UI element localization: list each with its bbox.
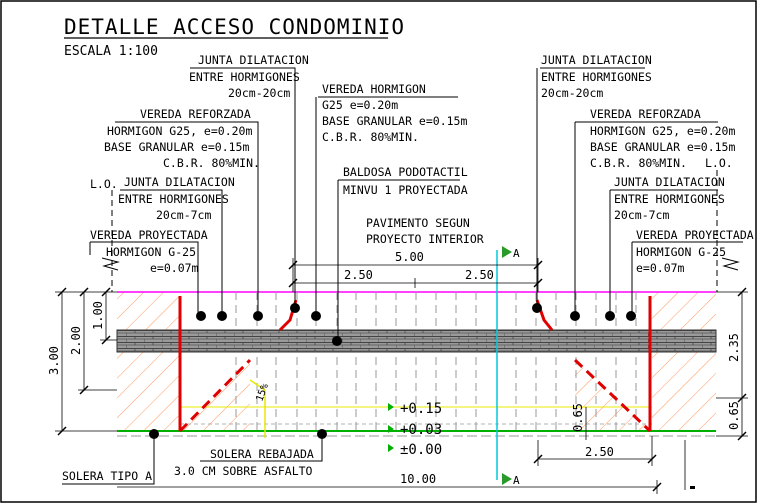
level-003: +0.03 <box>400 422 442 438</box>
dim-half-right: 2.50 <box>465 268 494 282</box>
dimension-lines <box>55 258 748 494</box>
solera-rebajada-line1: SOLERA REBAJADA <box>210 447 314 461</box>
dim-half-left: 2.50 <box>344 268 373 282</box>
vp-right-line3: e=0.07m <box>636 261 685 275</box>
break-right <box>721 257 740 271</box>
leader-dots <box>149 303 636 439</box>
page-title: DETALLE ACCESO CONDOMINIO <box>64 15 405 39</box>
jd-left-top-line3: 20cm-20cm <box>228 86 290 100</box>
pavimento-line1: PAVIMENTO SEGUN <box>366 216 470 230</box>
hatch-left <box>117 292 179 430</box>
jd-left-mid-line2: ENTRE HORMIGONES <box>118 192 229 206</box>
jd-right-mid-line3: 20cm-7cm <box>614 208 669 222</box>
solera-rebajada-line2: 3.0 CM SOBRE ASFALTO <box>174 464 313 478</box>
dim-left-200: 2.00 <box>69 326 83 355</box>
break-left <box>101 257 120 271</box>
joint-lines <box>235 292 637 430</box>
jd-left-mid-line3: 20cm-7cm <box>156 208 211 222</box>
vh-center-line2: G25 e=0.20m <box>322 98 398 112</box>
level-labels: +0.15 +0.03 ±0.00 <box>388 401 442 458</box>
leader-lines <box>62 67 743 485</box>
axis-marker-top <box>502 246 512 258</box>
vr-left-line1: VEREDA REFORZADA <box>140 107 251 121</box>
jd-right-mid-line1: JUNTA DILATACION <box>614 175 725 189</box>
vr-right-line2: HORMIGON G25, e=0.20m <box>590 124 735 138</box>
jd-left-top-line1: JUNTA DILATACION <box>198 53 309 67</box>
level-015: +0.15 <box>400 401 442 417</box>
dim-bottom-right: 2.50 <box>585 445 614 459</box>
lo-right: L.O. <box>705 156 733 170</box>
jd-right-top-line2: ENTRE HORMIGONES <box>541 70 652 84</box>
dimension-ticks <box>57 260 747 492</box>
vr-left-line4: C.B.R. 80%MIN. <box>163 156 260 170</box>
jd-right-mid-line2: ENTRE HORMIGONES <box>614 192 725 206</box>
lo-left: L.O. <box>90 177 118 191</box>
vr-left-line3: BASE GRANULAR e=0.15m <box>104 140 249 154</box>
vh-center-line1: VEREDA HORMIGON <box>322 82 426 96</box>
baldosa-line2: MINVU 1 PROYECTADA <box>343 183 468 197</box>
slope-line <box>249 379 266 391</box>
dim-left-300: 3.00 <box>47 346 61 375</box>
dim-right-235: 2.35 <box>727 333 741 362</box>
jd-left-top-line2: ENTRE HORMIGONES <box>189 70 300 84</box>
vr-left-line2: HORMIGON G25, e=0.20m <box>107 124 252 138</box>
scale-label: ESCALA 1:100 <box>64 44 158 59</box>
dim-left-100: 1.00 <box>91 301 105 330</box>
dim-right-065: 0.65 <box>727 401 741 430</box>
dim-bottom-total: 10.00 <box>400 472 436 486</box>
level-000: ±0.00 <box>400 442 442 458</box>
vp-right-line2: HORMIGON G-25 <box>636 245 726 259</box>
vh-center-line3: BASE GRANULAR e=0.15m <box>322 114 467 128</box>
vr-right-line4: C.B.R. 80%MIN. <box>590 156 687 170</box>
baldosa-line1: BALDOSA PODOTACTIL <box>343 165 468 179</box>
corner-mark <box>690 486 695 489</box>
vh-center-line4: C.B.R. 80%MIN. <box>322 130 419 144</box>
axis-marker-top-letter: A <box>513 247 520 260</box>
dim-small-065: 0.65 <box>571 403 585 432</box>
dim-total-top: 5.00 <box>395 250 424 264</box>
pavimento-line2: PROYECTO INTERIOR <box>366 232 484 246</box>
hatch-right <box>652 292 716 430</box>
vp-right-line1: VEREDA PROYECTADA <box>636 228 754 242</box>
axis-marker-bottom-letter: A <box>513 474 520 487</box>
baldosa-band <box>116 329 717 353</box>
jd-right-top-line1: JUNTA DILATACION <box>541 53 652 67</box>
vp-left-line2: HORMIGON G-25 <box>106 245 196 259</box>
jd-right-top-line3: 20cm-20cm <box>541 86 603 100</box>
vp-left-line1: VEREDA PROYECTADA <box>90 228 208 242</box>
vr-right-line3: BASE GRANULAR e=0.15m <box>590 140 735 154</box>
solera-tipo: SOLERA TIPO A <box>62 469 152 483</box>
vr-right-line1: VEREDA REFORZADA <box>590 107 701 121</box>
jd-left-mid-line1: JUNTA DILATACION <box>124 175 235 189</box>
axis-marker-bottom <box>502 473 512 485</box>
vp-left-line3: e=0.07m <box>150 261 199 275</box>
